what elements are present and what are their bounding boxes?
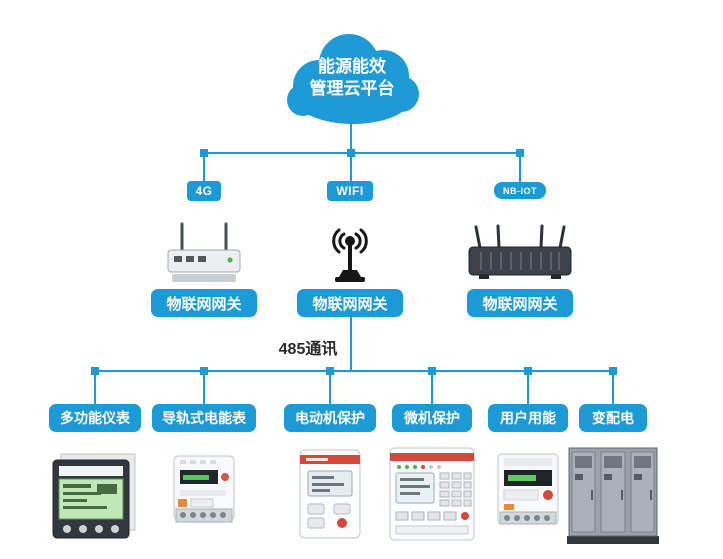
device-label-multifunction-meter: 多功能仪表	[49, 404, 141, 432]
cloud-title-line1: 能源能效	[318, 57, 386, 76]
connector-line	[94, 370, 96, 404]
microcomputer-protection-image	[386, 444, 478, 549]
connector-line	[519, 152, 521, 182]
connector-line	[431, 370, 433, 404]
bus-485-label: 485通讯	[278, 341, 338, 358]
user-energy-meter-image	[490, 450, 566, 543]
connector-line	[203, 370, 205, 404]
multifunction-meter-image	[47, 446, 143, 549]
badge-wifi: WIFI	[327, 181, 373, 201]
device-label-din-rail-meter: 导轨式电能表	[152, 404, 256, 432]
gateway-label-left: 物联网网关	[151, 289, 257, 317]
wifi-antenna-icon	[319, 221, 381, 290]
distribution-cabinet-image	[565, 442, 661, 551]
gateway-label-middle: 物联网网关	[297, 289, 403, 317]
connector-line	[329, 370, 331, 404]
cloud-platform-title: 能源能效 管理云平台	[277, 56, 427, 100]
badge-4g: 4G	[187, 181, 221, 201]
connector-line	[94, 370, 614, 372]
cloud-shape	[277, 28, 427, 128]
badge-nbiot: NB-IOT	[494, 182, 546, 199]
connector-line	[612, 370, 614, 404]
4g-router-image	[158, 220, 250, 293]
connector-line	[203, 152, 205, 182]
cloud-title-line2: 管理云平台	[309, 79, 395, 98]
device-label-power-distribution: 变配电	[579, 404, 647, 432]
connector-line	[527, 370, 529, 404]
connector-line	[350, 317, 352, 372]
gateway-label-right: 物联网网关	[467, 289, 573, 317]
din-rail-meter-image	[164, 452, 244, 539]
connector-line	[204, 152, 521, 154]
device-label-user-energy: 用户用能	[488, 404, 568, 432]
motor-protection-image	[296, 446, 364, 547]
nbiot-router-image	[463, 223, 577, 290]
device-label-microcomputer-protection: 微机保护	[392, 404, 472, 432]
connector-line	[350, 120, 352, 154]
device-label-motor-protection: 电动机保护	[284, 404, 376, 432]
connector-line	[350, 152, 352, 182]
